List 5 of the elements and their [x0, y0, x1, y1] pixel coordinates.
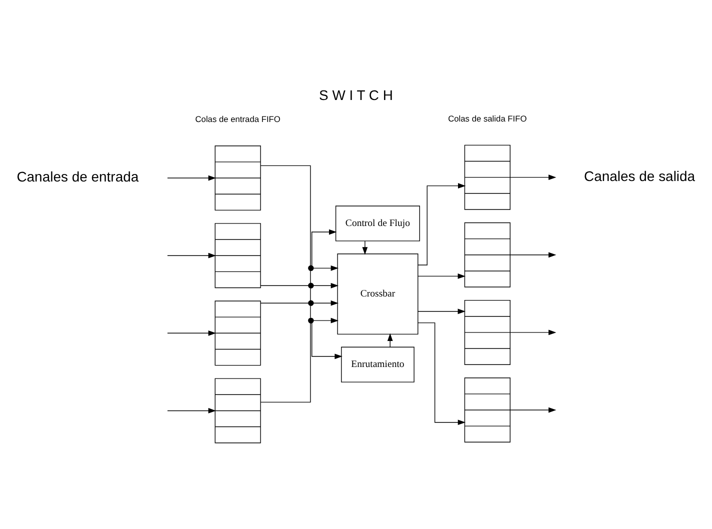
diagram-title: S W I T C H [319, 86, 393, 103]
label: Colas de salida FIFO [448, 114, 527, 124]
label: Colas de entrada FIFO [195, 114, 280, 124]
label: Canales de entrada [16, 168, 139, 185]
label: Canales de salida [584, 168, 696, 184]
